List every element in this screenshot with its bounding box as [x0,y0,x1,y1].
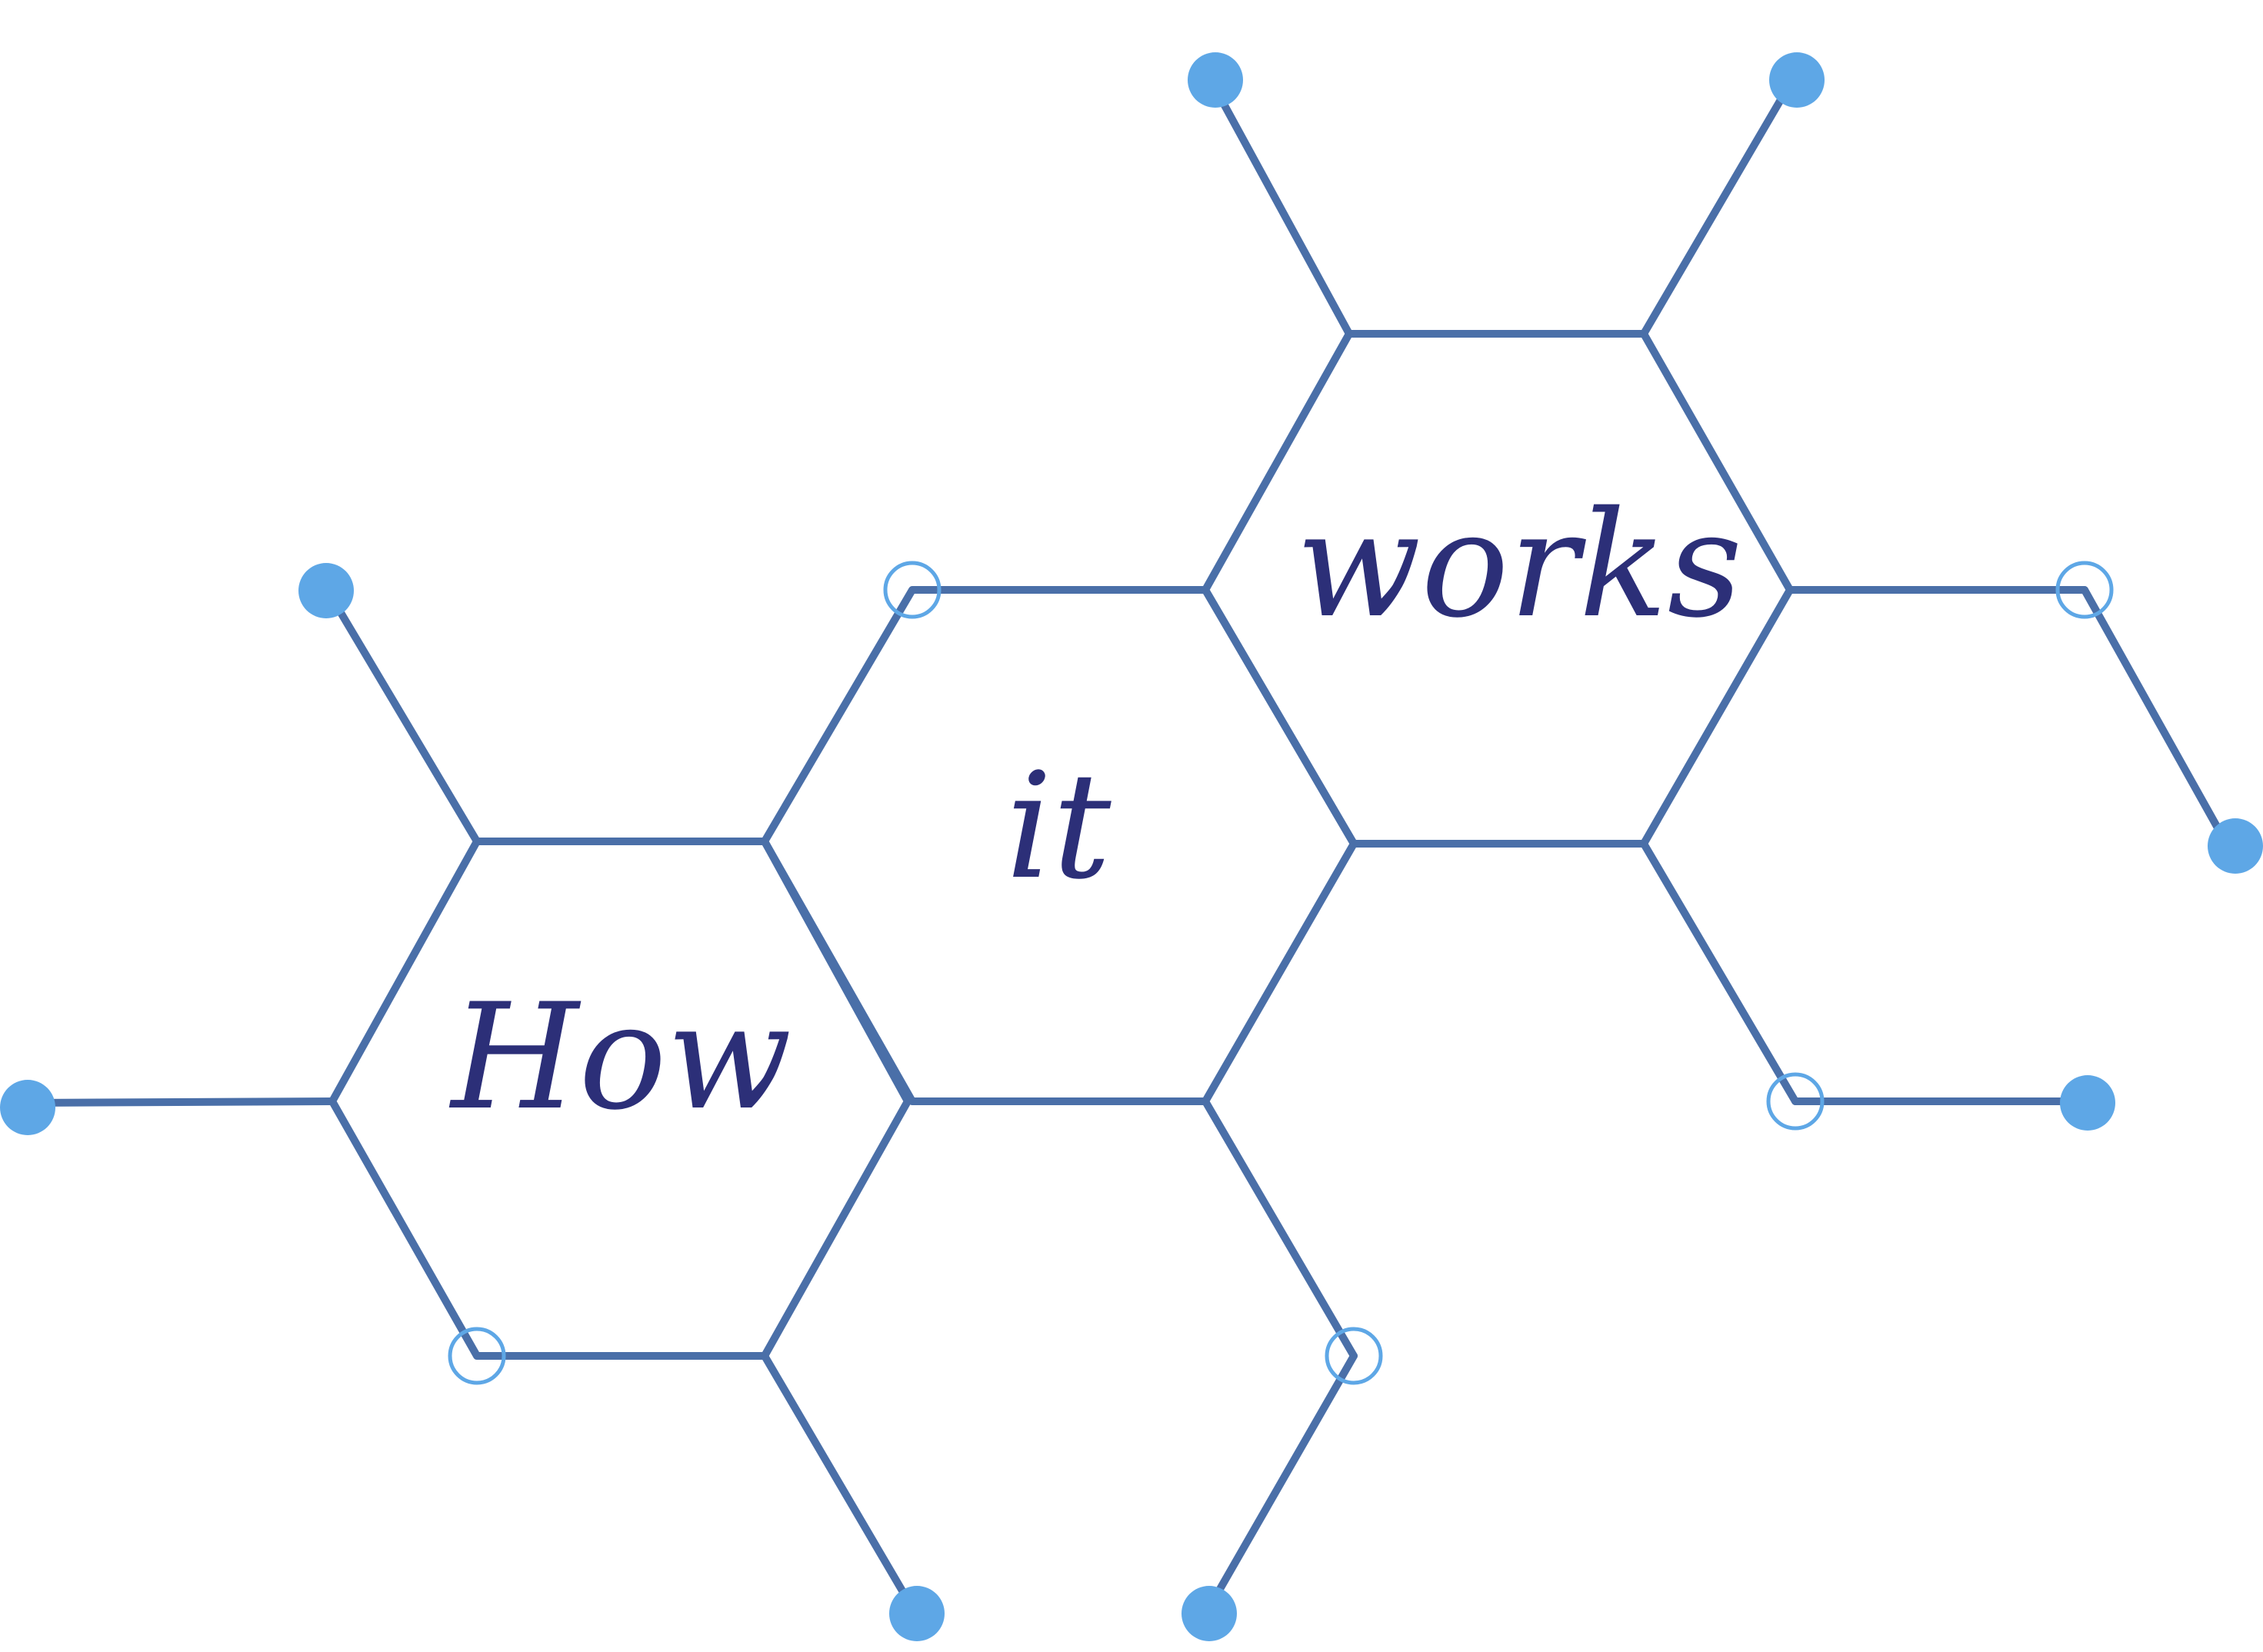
hexagon-labels: How it works [449,480,1743,1142]
connector-top-right [1644,80,1792,334]
end-node-lower-right [2060,1075,2115,1131]
connector-upper-left [328,591,477,841]
label-it: it [1005,741,1112,911]
label-how: How [449,972,792,1142]
connector-bottom-left [765,1356,914,1610]
end-nodes [0,52,2263,1641]
connector-right-hook-b [2085,590,2226,843]
end-node-right [2208,818,2263,874]
end-node-top-right [1769,52,1825,108]
end-node-bottom-center [1181,1586,1237,1641]
connector-bottom-center-b [1208,1356,1354,1610]
connector-top-left [1211,80,1349,334]
connector-bottom-center-a [1205,1101,1354,1356]
end-node-top-left [1188,52,1243,108]
end-node-bottom-left [889,1586,945,1641]
hexagon-edges [28,80,2226,1610]
end-node-left [0,1080,55,1135]
end-node-upper-left [298,563,354,618]
label-works: works [1296,480,1742,650]
connector-lower-right-a [1644,844,1795,1101]
connector-left [28,1101,332,1103]
